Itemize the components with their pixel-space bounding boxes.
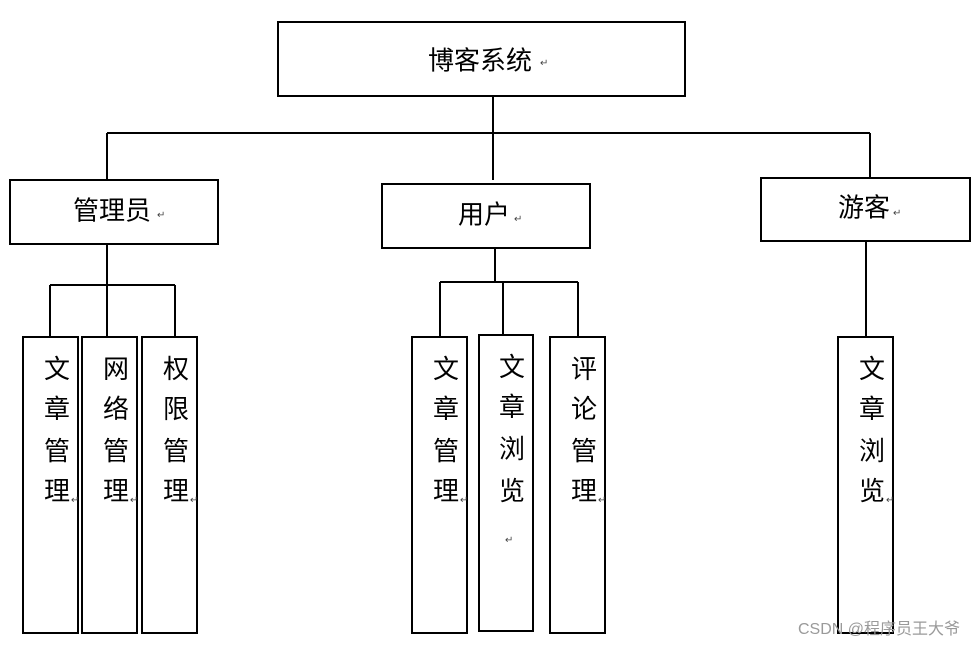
function-box bbox=[22, 336, 79, 634]
role-node-user: 用户 ↵ bbox=[381, 183, 591, 249]
role-node-guest: 游客 ↵ bbox=[760, 177, 971, 242]
function-char: 理 bbox=[103, 477, 129, 507]
function-char: 管 bbox=[44, 437, 70, 467]
function-box bbox=[837, 336, 894, 634]
function-char: 理 bbox=[571, 477, 597, 507]
paragraph-mark: ↵ bbox=[505, 535, 513, 546]
function-node-admin-article-mgmt: 文 章 管 理 ↵ bbox=[22, 336, 79, 634]
function-char: 管 bbox=[163, 437, 189, 467]
function-box bbox=[549, 336, 606, 634]
role-label: 用户 bbox=[458, 201, 510, 231]
role-label: 管理员 bbox=[73, 197, 151, 227]
function-char: 览 bbox=[859, 477, 885, 507]
function-box bbox=[411, 336, 468, 634]
paragraph-mark: ↵ bbox=[893, 208, 901, 219]
function-char: 文 bbox=[433, 355, 459, 385]
role-node-admin: 管理员 ↵ bbox=[9, 179, 219, 245]
function-char: 网 bbox=[103, 355, 129, 385]
paragraph-mark: ↵ bbox=[514, 214, 522, 225]
function-char: 理 bbox=[433, 477, 459, 507]
paragraph-mark: ↵ bbox=[886, 495, 894, 506]
function-char: 管 bbox=[103, 437, 129, 467]
paragraph-mark: ↵ bbox=[540, 58, 548, 69]
function-char: 章 bbox=[433, 395, 459, 425]
function-char: 章 bbox=[859, 395, 885, 425]
function-node-user-comment-mgmt: 评 论 管 理 ↵ bbox=[549, 336, 606, 634]
function-node-guest-article-browse: 文 章 浏 览 ↵ bbox=[837, 336, 894, 634]
role-box bbox=[381, 183, 591, 249]
paragraph-mark: ↵ bbox=[130, 495, 138, 506]
function-char: 评 bbox=[571, 355, 597, 385]
function-char: 络 bbox=[103, 395, 129, 425]
function-node-user-article-browse: 文 章 浏 览 ↵ bbox=[478, 334, 534, 632]
paragraph-mark: ↵ bbox=[157, 210, 165, 221]
function-char: 论 bbox=[571, 395, 597, 425]
function-char: 章 bbox=[44, 395, 70, 425]
connector-lines bbox=[49, 96, 871, 337]
paragraph-mark: ↵ bbox=[598, 495, 606, 506]
function-char: 章 bbox=[499, 393, 525, 423]
watermark-text: CSDN @程序员王大爷 bbox=[798, 620, 960, 638]
root-box bbox=[277, 21, 686, 97]
function-char: 浏 bbox=[499, 435, 525, 465]
function-char: 理 bbox=[163, 477, 189, 507]
function-char: 浏 bbox=[859, 437, 885, 467]
function-char: 管 bbox=[433, 437, 459, 467]
function-char: 文 bbox=[44, 355, 70, 385]
role-label: 游客 bbox=[838, 194, 890, 224]
function-node-admin-network-mgmt: 网 络 管 理 ↵ bbox=[81, 336, 138, 634]
function-char: 理 bbox=[44, 477, 70, 507]
paragraph-mark: ↵ bbox=[71, 495, 79, 506]
role-box bbox=[760, 177, 971, 242]
function-box bbox=[478, 334, 534, 632]
role-box bbox=[9, 179, 219, 245]
function-char: 权 bbox=[163, 355, 189, 385]
function-box bbox=[81, 336, 138, 634]
function-node-user-article-mgmt: 文 章 管 理 ↵ bbox=[411, 336, 468, 634]
paragraph-mark: ↵ bbox=[190, 495, 198, 506]
root-node: 博客系统 ↵ bbox=[277, 21, 686, 97]
root-label: 博客系统 bbox=[428, 47, 532, 77]
function-char: 览 bbox=[499, 477, 525, 507]
function-char: 限 bbox=[163, 395, 189, 425]
function-char: 文 bbox=[859, 355, 885, 385]
function-box bbox=[141, 336, 198, 634]
function-char: 管 bbox=[571, 437, 597, 467]
function-node-admin-permission-mgmt: 权 限 管 理 ↵ bbox=[141, 336, 198, 634]
function-char: 文 bbox=[499, 353, 525, 383]
paragraph-mark: ↵ bbox=[460, 495, 468, 506]
